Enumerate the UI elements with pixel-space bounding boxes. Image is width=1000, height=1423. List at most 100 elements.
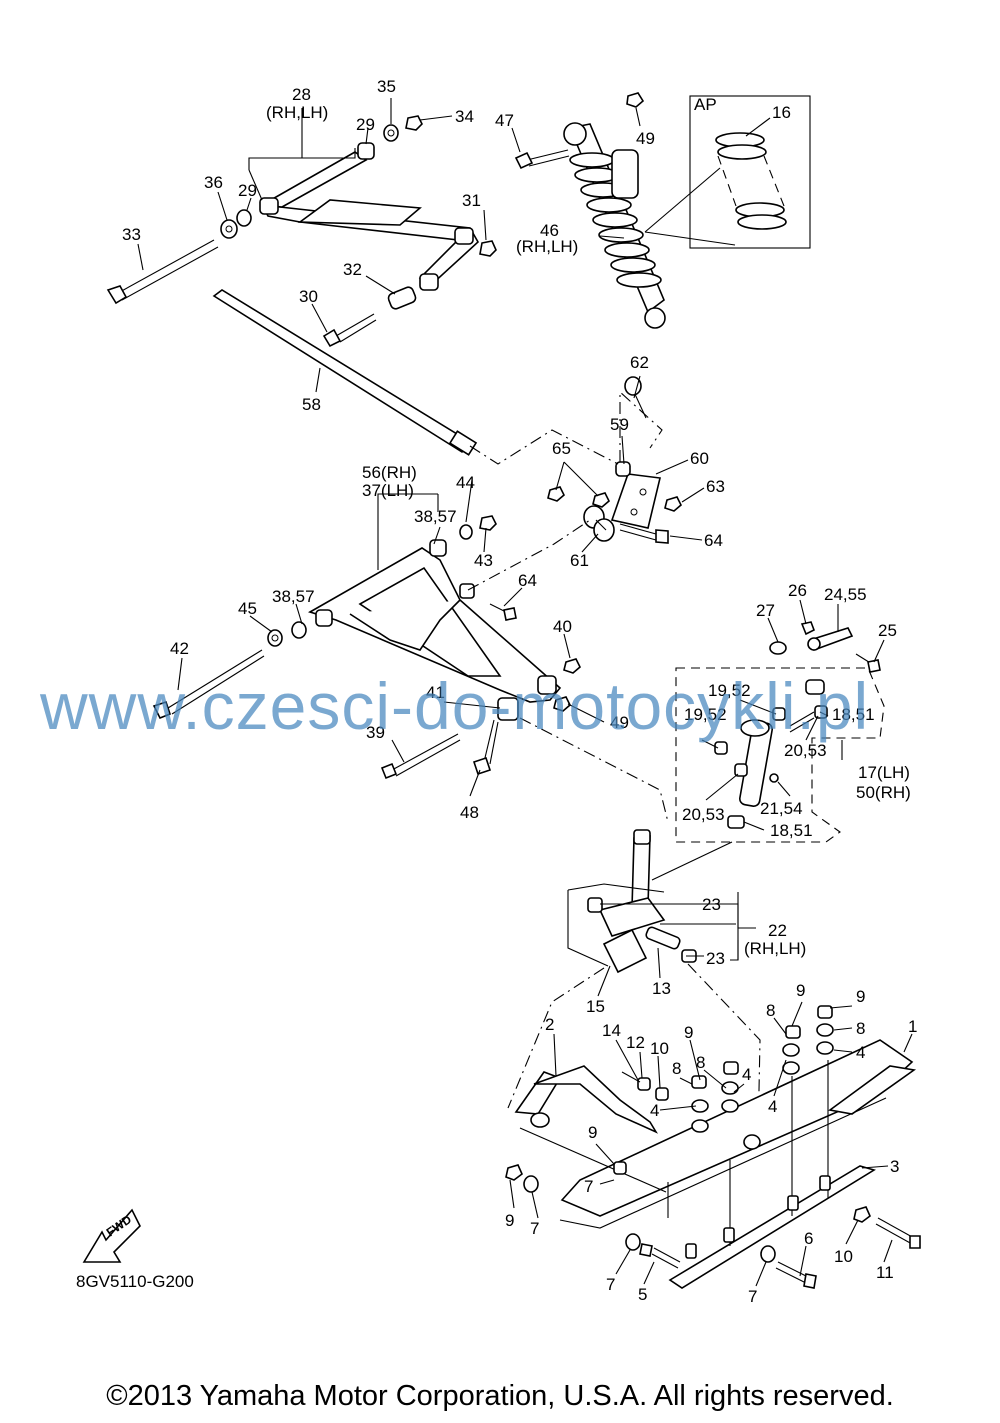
callout-4-mid-right: 4: [742, 1065, 751, 1084]
callout-3: 3: [890, 1157, 899, 1176]
callout-22-sub: (RH,LH): [744, 939, 806, 958]
callout-31: 31: [462, 191, 481, 210]
diagram-code: 8GV5110-G200: [76, 1272, 194, 1291]
ap-label: AP: [694, 95, 717, 114]
callout-61: 61: [570, 551, 589, 570]
callout-46: 46: [540, 221, 559, 240]
callout-44: 44: [456, 473, 475, 492]
callout-23-top: 23: [702, 895, 721, 914]
callout-8-upper: 8: [766, 1001, 775, 1020]
link-bracket-assembly: [469, 376, 682, 544]
callout-18-51-top: 18,51: [832, 705, 875, 724]
shaft-58: [212, 289, 478, 456]
callout-48: 48: [460, 803, 479, 822]
ap-spring-box: [644, 95, 811, 249]
callout-9-mid: 9: [684, 1023, 693, 1042]
callout-42: 42: [170, 639, 189, 658]
callout-15: 15: [586, 997, 605, 1016]
callout-10-left: 10: [650, 1039, 669, 1058]
callout-18-51-bottom: 18,51: [770, 821, 813, 840]
lower-a-arm: [307, 539, 562, 721]
callout-7-mid: 7: [584, 1177, 593, 1196]
callout-12: 12: [626, 1033, 645, 1052]
callout-19-52-left: 19,52: [684, 705, 727, 724]
callout-34: 34: [455, 107, 474, 126]
callout-24-55: 24,55: [824, 585, 867, 604]
callout-35: 35: [377, 77, 396, 96]
callout-11: 11: [876, 1263, 894, 1282]
callout-39: 39: [366, 723, 385, 742]
callout-20-53-left: 20,53: [682, 805, 725, 824]
callout-7-bottom-right: 7: [748, 1287, 757, 1306]
callout-58: 58: [302, 395, 321, 414]
copyright-notice: ©2013 Yamaha Motor Corporation, U.S.A. A…: [106, 1380, 894, 1412]
callout-29-left: 29: [238, 181, 257, 200]
spindle-assembly: [651, 621, 885, 881]
callout-49-top: 49: [636, 129, 655, 148]
callout-9-left: 9: [505, 1211, 514, 1230]
callout-9-upper: 9: [796, 981, 805, 1000]
callout-63: 63: [706, 477, 725, 496]
callout-8-right: 8: [856, 1019, 865, 1038]
callout-7-left: 7: [530, 1219, 539, 1238]
callout-8-mid-b: 8: [696, 1053, 705, 1072]
callout-33: 33: [122, 225, 141, 244]
callout-5: 5: [638, 1285, 647, 1304]
callout-27: 27: [756, 601, 775, 620]
callout-25: 25: [878, 621, 897, 640]
callout-2: 2: [545, 1015, 554, 1034]
callout-29-top: 29: [356, 115, 375, 134]
callout-14: 14: [602, 1021, 621, 1040]
upper-a-arm: [259, 142, 480, 291]
callout-32: 32: [343, 260, 362, 279]
ski-hardware: [505, 1005, 921, 1289]
callout-38-57-left: 38,57: [272, 587, 315, 606]
callout-46-sub: (RH,LH): [516, 237, 578, 256]
callout-64-left: 64: [518, 571, 537, 590]
callout-20-53-right: 20,53: [784, 741, 827, 760]
callout-21-54: 21,54: [760, 799, 803, 818]
callout-9-right: 9: [856, 987, 865, 1006]
callout-26: 26: [788, 581, 807, 600]
callout-6: 6: [804, 1229, 813, 1248]
callout-8-mid-a: 8: [672, 1059, 681, 1078]
knuckle-and-stem: [507, 829, 761, 1141]
callout-36: 36: [204, 173, 223, 192]
callout-47: 47: [495, 111, 514, 130]
callout-30: 30: [299, 287, 318, 306]
upper-arm-hardware: [106, 115, 497, 348]
callout-59: 59: [610, 415, 629, 434]
callout-50: 50(RH): [856, 783, 911, 802]
callout-62: 62: [630, 353, 649, 372]
callout-37: 37(LH): [362, 481, 414, 500]
callout-64-right: 64: [704, 531, 723, 550]
ski-assembly: [514, 1039, 917, 1289]
callout-10-right: 10: [834, 1247, 853, 1266]
callout-19-52-top: 19,52: [708, 681, 751, 700]
callout-9-lower: 9: [588, 1123, 597, 1142]
callout-40: 40: [553, 617, 572, 636]
callout-7-bottom: 7: [606, 1275, 615, 1294]
callout-1: 1: [908, 1017, 917, 1036]
callout-4-lower: 4: [768, 1097, 777, 1116]
callout-4-mid-left: 4: [650, 1101, 659, 1120]
callout-56: 56(RH): [362, 463, 417, 482]
fwd-arrow-badge: FWD: [82, 1208, 141, 1263]
callout-38-57-top: 38,57: [414, 507, 457, 526]
callout-45: 45: [238, 599, 257, 618]
callout-49-mid: 49: [610, 713, 629, 732]
callout-labels: 28 (RH,LH) 35 34 29 36 29 31 33 32 30 58…: [122, 77, 917, 1306]
callout-28-sub: (RH,LH): [266, 103, 328, 122]
callout-22: 22: [768, 921, 787, 940]
callout-17: 17(LH): [858, 763, 910, 782]
callout-60: 60: [690, 449, 709, 468]
callout-23-bottom: 23: [706, 949, 725, 968]
callout-41: 41: [426, 683, 445, 702]
callout-13: 13: [652, 979, 671, 998]
callout-43: 43: [474, 551, 493, 570]
leader-lines: [137, 98, 913, 1287]
shock-absorber: [514, 92, 666, 329]
callout-16: 16: [772, 103, 791, 122]
callout-28: 28: [292, 85, 311, 104]
